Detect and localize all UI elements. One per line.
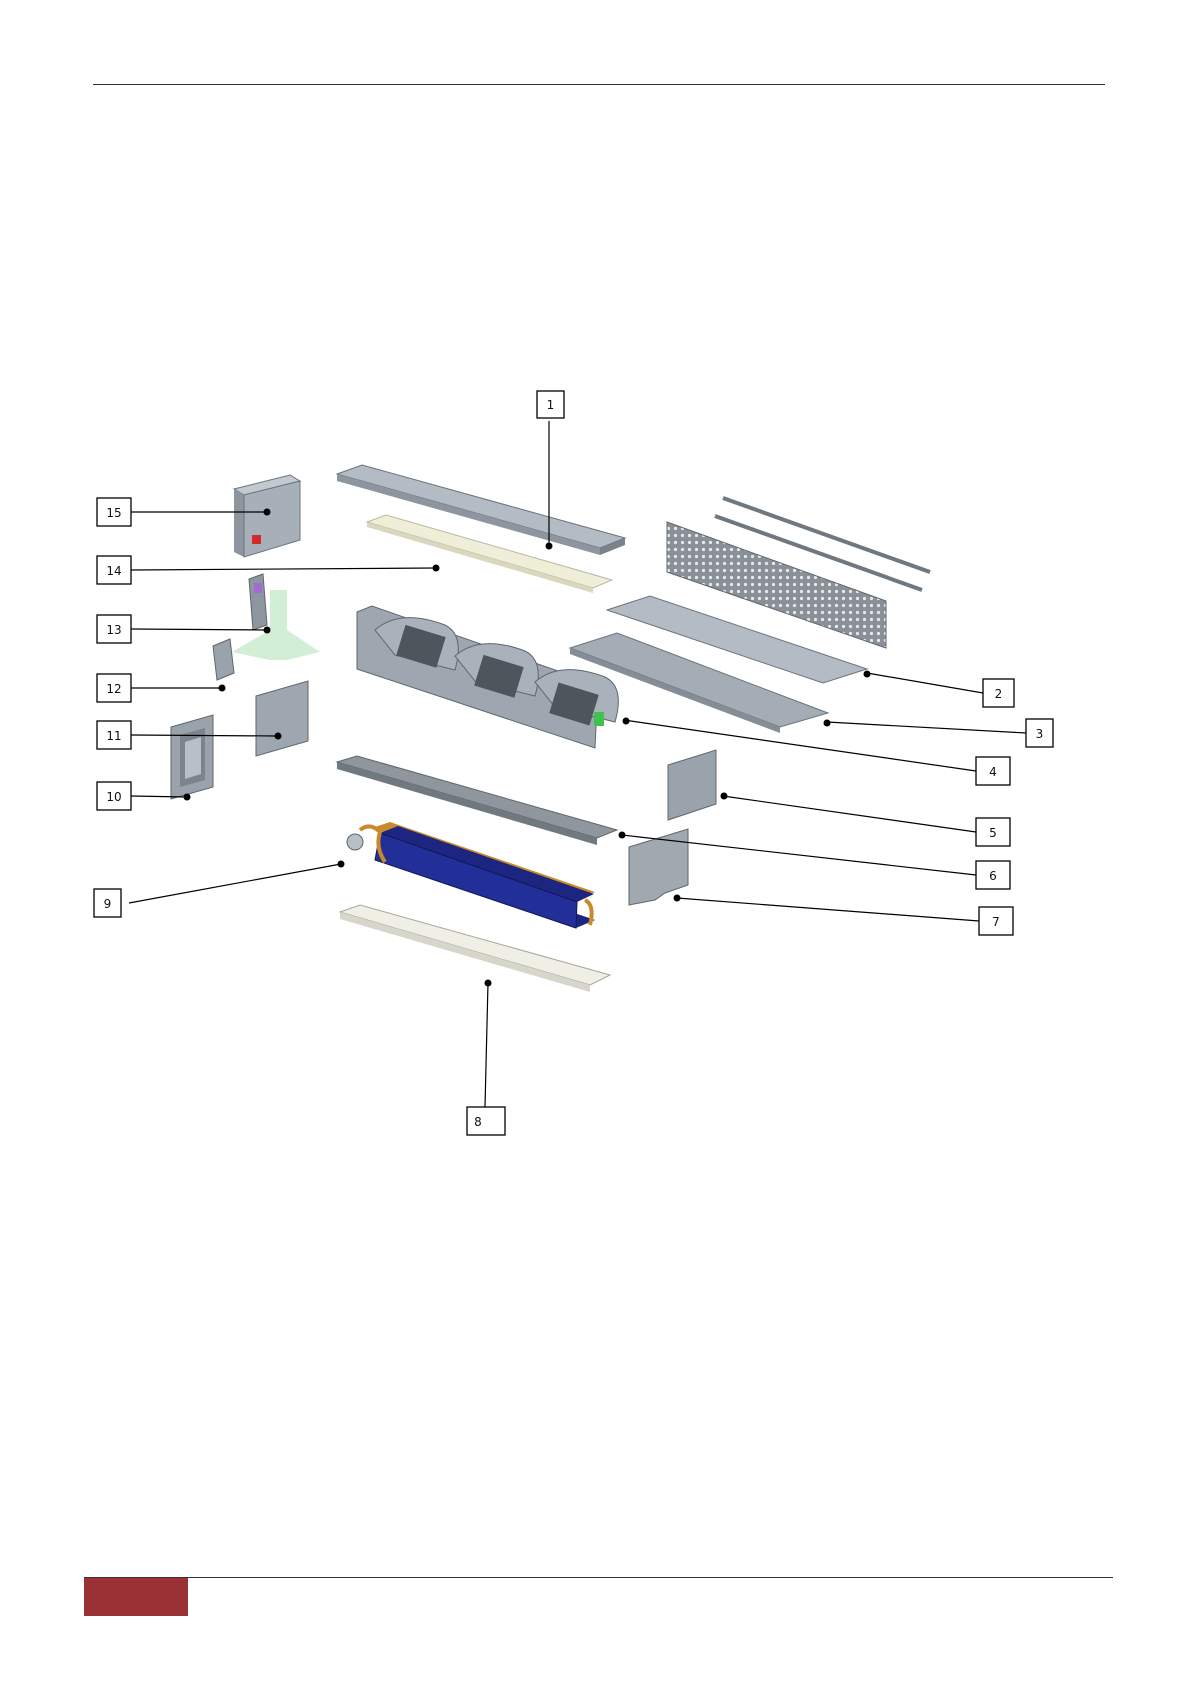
part-fan-deck <box>357 606 618 748</box>
part-electrical-box <box>234 475 300 557</box>
leader-14 <box>131 568 436 570</box>
callout-14-label: 14 <box>106 564 121 578</box>
callout-12[interactable]: 12 <box>97 674 131 702</box>
callout-11[interactable]: 11 <box>97 721 131 749</box>
callout-9[interactable]: 9 <box>94 889 121 917</box>
callout-10[interactable]: 10 <box>97 782 131 810</box>
callout-15-label: 15 <box>106 506 121 520</box>
callout-2[interactable]: 2 <box>983 679 1014 707</box>
callout-8-label: 8 <box>474 1115 482 1129</box>
part-access-frame <box>171 715 213 799</box>
callout-15[interactable]: 15 <box>97 498 131 526</box>
callout-14[interactable]: 14 <box>97 556 131 584</box>
callout-1-label: 1 <box>547 398 555 412</box>
callout-11-label: 11 <box>106 729 121 743</box>
part-end-bracket <box>629 829 688 905</box>
callout-10-label: 10 <box>106 790 121 804</box>
callout-7[interactable]: 7 <box>979 907 1013 935</box>
callout-4[interactable]: 4 <box>976 757 1010 785</box>
callout-5[interactable]: 5 <box>976 818 1010 846</box>
footer-rule <box>84 1577 1113 1578</box>
callout-4-label: 4 <box>989 765 997 779</box>
part-side-plate <box>256 681 308 756</box>
leader-7 <box>677 898 979 921</box>
callout-13[interactable]: 13 <box>97 615 131 643</box>
part-end-plate <box>668 750 716 820</box>
part-control-bracket <box>232 574 320 660</box>
callout-9-label: 9 <box>104 897 112 911</box>
callout-12-label: 12 <box>106 682 121 696</box>
part-top-cover <box>337 465 625 555</box>
leader-9 <box>129 864 341 903</box>
callout-2-label: 2 <box>995 687 1003 701</box>
leader-5 <box>723 796 976 832</box>
callout-7-label: 7 <box>992 915 1000 929</box>
callout-8[interactable]: 8 <box>467 1107 505 1135</box>
callout-5-label: 5 <box>989 826 997 840</box>
leader-3 <box>827 722 1026 733</box>
callout-13-label: 13 <box>106 623 121 637</box>
callout-3[interactable]: 3 <box>1026 719 1053 747</box>
leader-13 <box>131 629 267 630</box>
leader-8 <box>485 983 488 1107</box>
callout-6[interactable]: 6 <box>976 861 1010 889</box>
footer-color-block <box>84 1578 188 1616</box>
callout-1[interactable]: 1 <box>537 391 564 418</box>
callout-3-label: 3 <box>1036 727 1044 741</box>
leader-2 <box>867 673 983 693</box>
part-small-bracket <box>213 639 234 680</box>
callout-6-label: 6 <box>989 869 997 883</box>
